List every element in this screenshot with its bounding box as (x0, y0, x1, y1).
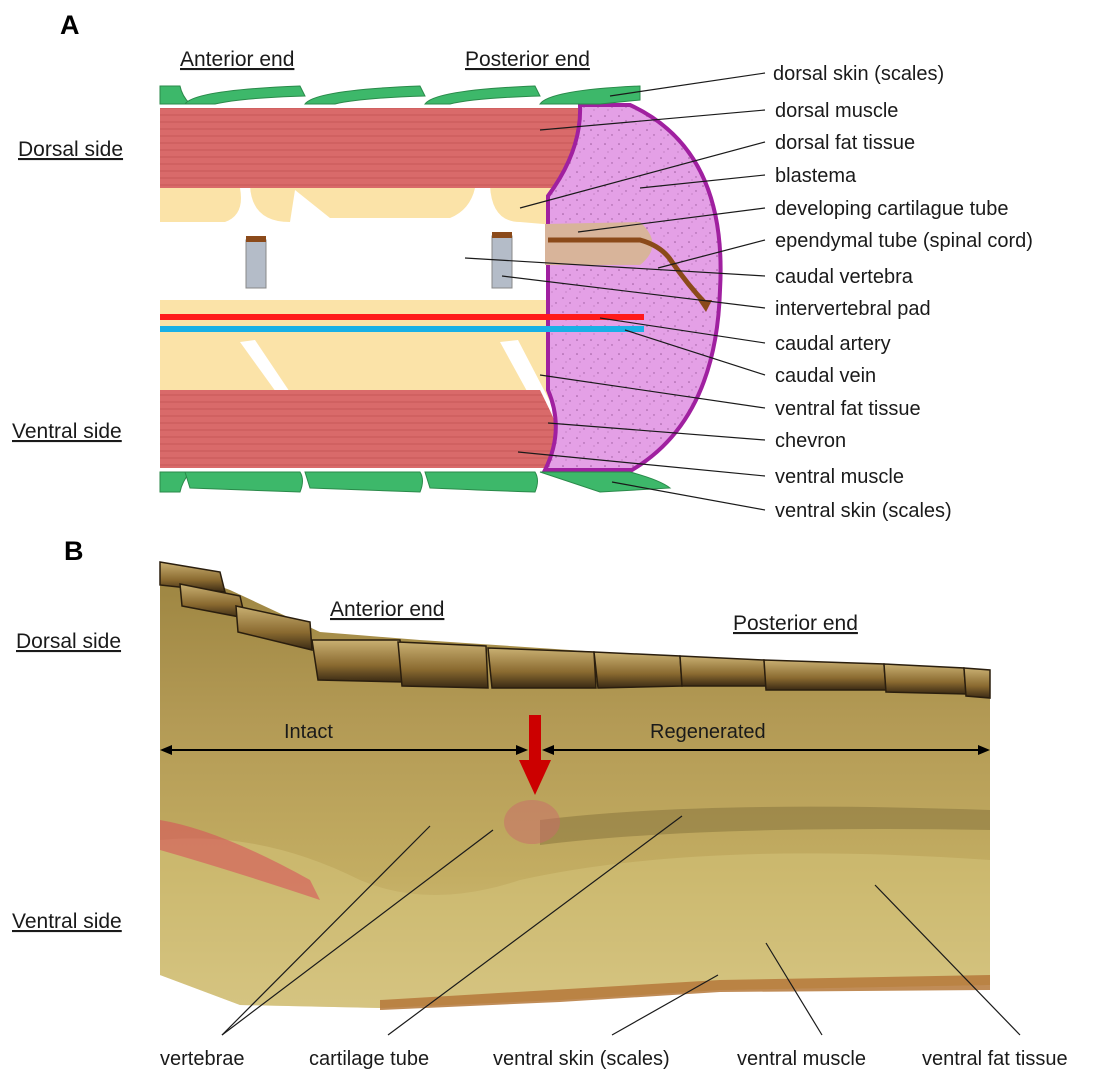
ventral-muscle-shape (160, 390, 575, 468)
label-ventral-skin: ventral skin (scales) (775, 500, 952, 522)
label-chevron: chevron (775, 430, 846, 452)
panel-a-labels: dorsal skin (scales) dorsal muscle dorsa… (773, 63, 1033, 522)
panel-b-posterior-header: Posterior end (733, 612, 858, 635)
label-ventral-muscle-b: ventral muscle (737, 1048, 866, 1070)
label-ventral-muscle: ventral muscle (775, 466, 904, 488)
label-dorsal-skin: dorsal skin (scales) (773, 63, 944, 85)
tail-schematic (160, 86, 721, 492)
panel-b-bottom-labels: vertebrae cartilage tube ventral skin (s… (160, 1048, 1068, 1070)
label-intervertebral-pad: intervertebral pad (775, 298, 931, 320)
intervertebral-pad-right (492, 236, 512, 288)
panel-a-anterior-header: Anterior end (180, 48, 294, 71)
label-caudal-vein: caudal vein (775, 365, 876, 387)
panel-a-ventral-side-label: Ventral side (12, 420, 122, 443)
panel-b-ventral-side-label: Ventral side (12, 910, 122, 933)
intervertebral-pad-left (246, 240, 266, 288)
label-caudal-artery: caudal artery (775, 333, 891, 355)
wound-region (504, 800, 560, 844)
label-cartilage-tube: cartilage tube (309, 1048, 429, 1070)
panel-a-posterior-header: Posterior end (465, 48, 590, 71)
regenerated-span-label: Regenerated (650, 721, 766, 743)
label-ventral-skin-b: ventral skin (scales) (493, 1048, 670, 1070)
ependymal-segment-right (492, 232, 512, 238)
panel-a-dorsal-side-label: Dorsal side (18, 138, 123, 161)
ventral-scales (160, 472, 670, 492)
label-dorsal-muscle: dorsal muscle (775, 100, 898, 122)
label-vertebrae: vertebrae (160, 1048, 245, 1070)
tail-photograph (160, 562, 990, 1010)
panel-b-dorsal-side-label: Dorsal side (16, 630, 121, 653)
intact-span-label: Intact (284, 721, 333, 743)
developing-cartilage-tube-shape (545, 222, 653, 265)
dorsal-muscle-shape (160, 108, 581, 188)
panel-b-letter: B (64, 536, 84, 566)
amputation-arrow-shaft (529, 715, 541, 762)
label-caudal-vertebra: caudal vertebra (775, 266, 914, 288)
label-ventral-fat-tissue: ventral fat tissue (775, 398, 921, 420)
ependymal-segment-left (246, 236, 266, 242)
label-ependymal-tube: ependymal tube (spinal cord) (775, 230, 1033, 252)
label-developing-cartilage-tube: developing cartilague tube (775, 198, 1009, 220)
panel-b-anterior-header: Anterior end (330, 598, 444, 621)
caudal-artery-line (160, 314, 644, 320)
caudal-vein-line (160, 326, 644, 332)
label-dorsal-fat-tissue: dorsal fat tissue (775, 132, 915, 154)
dorsal-scales (160, 86, 640, 104)
panel-a-letter: A (60, 10, 80, 40)
label-ventral-fat-tissue-b: ventral fat tissue (922, 1048, 1068, 1070)
label-blastema: blastema (775, 165, 857, 187)
